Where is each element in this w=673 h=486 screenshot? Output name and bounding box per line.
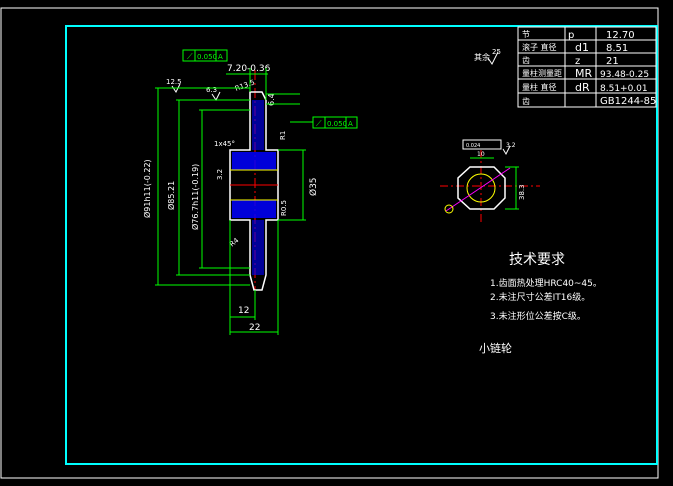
tech-requirement-2: 2.未注尺寸公差IT16级。 <box>490 291 590 303</box>
table-label-0: 节 <box>522 30 530 39</box>
hub-end-view: 0.024 3.2 10 38.3 <box>440 139 540 225</box>
sprocket-section-view <box>229 70 279 305</box>
keyway-tolerance-frame <box>462 139 502 150</box>
table-value-0: 12.70 <box>606 30 635 41</box>
width-12-dim: 12 <box>238 306 249 316</box>
tooth-width-dim: 6.4 <box>267 93 276 106</box>
section-leader <box>445 167 511 212</box>
surface-roughness-note: 其余 25 <box>474 48 501 65</box>
keyway-roughness-value: 3.2 <box>506 142 516 149</box>
hatch-top <box>232 152 276 170</box>
tolerance-right-datum: A <box>348 120 353 128</box>
tech-requirements: 技术要求 1.齿面热处理HRC40~45。 2.未注尺寸公差IT16级。 3.未… <box>490 252 602 322</box>
radius-r13-dim: R13.5 <box>234 78 256 93</box>
part-name: 小链轮 <box>479 341 512 355</box>
tolerance-right-value: 0.050 <box>327 120 347 128</box>
tolerance-top-datum: A <box>218 53 223 61</box>
drawing-frame <box>65 25 658 465</box>
table-value-4: 8.51+0.01 <box>600 84 648 94</box>
root-diameter-dim: Ø76.7h11(-0.19) <box>190 164 200 230</box>
keyway-roughness-icon <box>502 145 511 156</box>
table-value-5: GB1244-85 <box>600 96 656 107</box>
runout-icon: ⟋ <box>316 119 322 128</box>
tolerance-top-value: 0.050 <box>197 53 217 61</box>
parameter-table: 节 p 12.70 滚子 直径 d1 8.51 齿 z 21 量柱测量距 MR … <box>517 26 657 108</box>
table-symbol-2: z <box>575 56 580 67</box>
tech-requirements-title: 技术要求 <box>509 252 565 268</box>
table-symbol-1: d1 <box>575 41 589 54</box>
table-symbol-4: dR <box>575 81 590 94</box>
table-value-2: 21 <box>606 56 619 67</box>
tolerance-frame-top <box>182 49 228 62</box>
keyway-frame-value: 0.024 <box>466 143 480 149</box>
table-value-1: 8.51 <box>606 43 628 54</box>
hatch-tooth-top <box>252 100 264 150</box>
pitch-diameter-dim: Ø85.21 <box>166 181 176 210</box>
surface-note-value: 25 <box>492 48 501 56</box>
table-symbol-0: p <box>568 30 574 41</box>
table-value-3: 93.48-0.25 <box>600 70 649 80</box>
roughness-symbol-icon <box>487 51 499 65</box>
radius-r05-dim: R0.5 <box>280 200 288 216</box>
flatness-icon: ⟋ <box>187 52 193 61</box>
chamfer-dim: 1x45° <box>214 140 235 148</box>
bore-diameter-dim: Ø35 <box>308 177 319 196</box>
hub-length-dim: 7.20-0.36 <box>227 64 271 74</box>
width-22-dim: 22 <box>249 323 260 333</box>
roughness-63-value: 6.3 <box>206 86 217 94</box>
roughness-32-value: 3.2 <box>216 169 224 180</box>
table-symbol-3: MR <box>575 67 592 80</box>
table-label-2: 齿 <box>522 56 530 65</box>
keyway-width-dim: 10 <box>477 151 485 158</box>
section-marker-icon <box>444 204 454 214</box>
hatch-tooth-bottom <box>252 220 264 275</box>
tech-requirement-3: 3.未注形位公差按C级。 <box>490 310 586 322</box>
bore-circle <box>466 173 496 203</box>
surface-note-label: 其余 <box>474 52 490 62</box>
radius-r1-dim: R1 <box>279 131 287 140</box>
table-label-3: 量柱测量距 <box>522 68 562 78</box>
keyway-depth-dim: 38.3 <box>518 184 526 200</box>
table-label-4: 量柱 直径 <box>522 82 557 92</box>
outer-diameter-dim: Ø91h11(-0.22) <box>142 159 152 218</box>
hub-octagon-outline <box>457 166 506 210</box>
table-label-5: 齿 <box>522 97 530 106</box>
table-label-1: 滚子 直径 <box>522 42 557 52</box>
tech-requirement-1: 1.齿面热处理HRC40~45。 <box>490 277 602 289</box>
roughness-125-value: 12.5 <box>166 78 182 86</box>
hatch-bottom <box>232 200 276 218</box>
